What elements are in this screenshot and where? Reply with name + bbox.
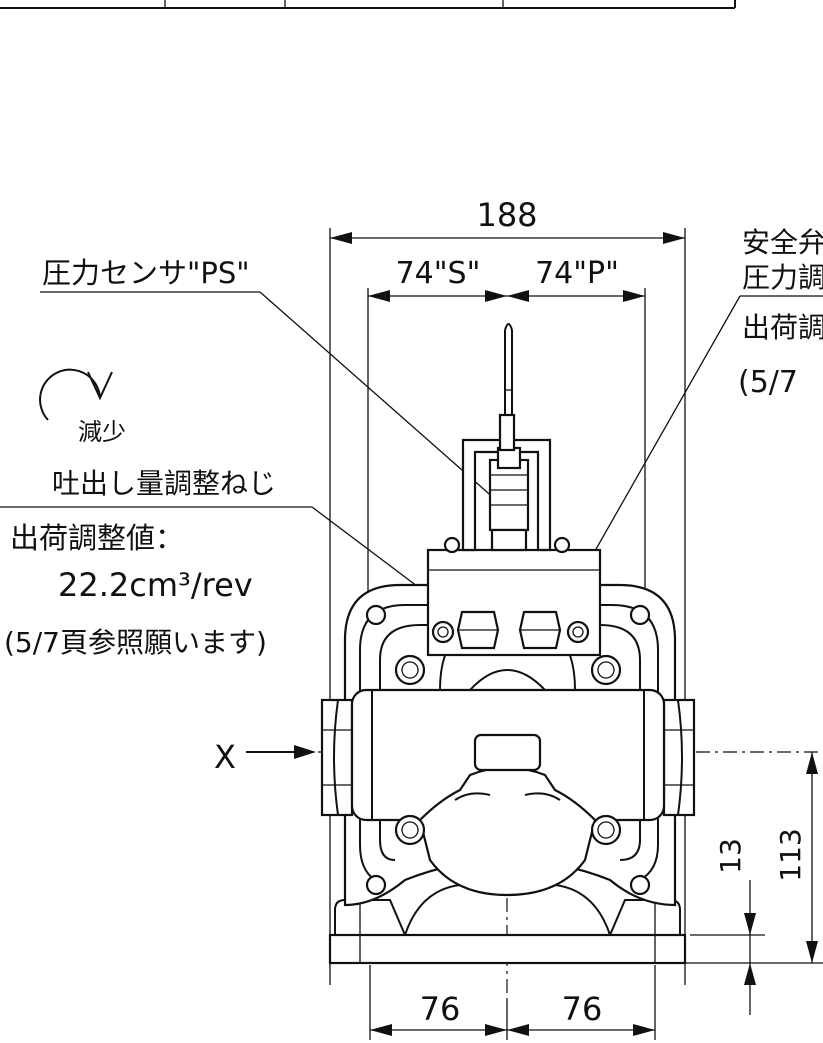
base-left-value: 76 <box>420 990 461 1028</box>
decrease-label: 減少 <box>78 418 126 446</box>
discharge-adjust-screw <box>456 610 500 650</box>
height-small-value: 13 <box>714 838 747 874</box>
right-reference-note: (5/7 <box>738 365 798 400</box>
base-right-value: 76 <box>562 990 603 1028</box>
dimension-base: 76 76 <box>369 965 656 1040</box>
safety-valve-callout: 安全弁 圧力調 出荷調 (5/7 <box>549 226 823 631</box>
port-s-dimension: 74"S" <box>396 256 481 291</box>
right-shipping-label: 出荷調 <box>742 311 823 344</box>
pressure-sensor-callout: 圧力センサ"PS" <box>40 256 502 510</box>
safety-valve-label-2: 圧力調 <box>742 261 823 294</box>
shipping-value: 22.2cm³/rev <box>58 566 253 604</box>
overall-width-value: 188 <box>476 196 537 234</box>
pressure-sensor-label: 圧力センサ"PS" <box>42 256 250 290</box>
dimension-heights: 113 13 <box>685 752 823 1015</box>
shipping-value-label: 出荷調整値： <box>10 521 184 555</box>
nameplate <box>473 733 542 772</box>
port-p-dimension: 74"P" <box>535 256 619 291</box>
bolts <box>365 604 651 896</box>
sensor-bracket <box>461 438 552 552</box>
safety-valve-screw <box>518 610 562 650</box>
decrease-rotation: 減少 <box>39 368 126 446</box>
pressure-sensor <box>488 323 530 552</box>
discharge-screw-label: 吐出し量調整ねじ <box>52 467 276 500</box>
height-large-value: 113 <box>774 828 807 881</box>
pump-body <box>320 323 696 965</box>
dimension-ports: 74"S" 74"P" <box>367 256 646 640</box>
view-x-label: X <box>214 738 236 776</box>
discharge-screw-callout: 吐出し量調整ねじ 出荷調整値： 22.2cm³/rev (5/7頁参照願います) <box>0 467 471 659</box>
base-plate <box>328 933 687 965</box>
view-x-indicator: X <box>214 738 316 776</box>
safety-valve-label-1: 安全弁 <box>742 226 823 259</box>
reference-note: (5/7頁参照願います) <box>4 626 267 659</box>
title-block-edge <box>0 0 736 9</box>
